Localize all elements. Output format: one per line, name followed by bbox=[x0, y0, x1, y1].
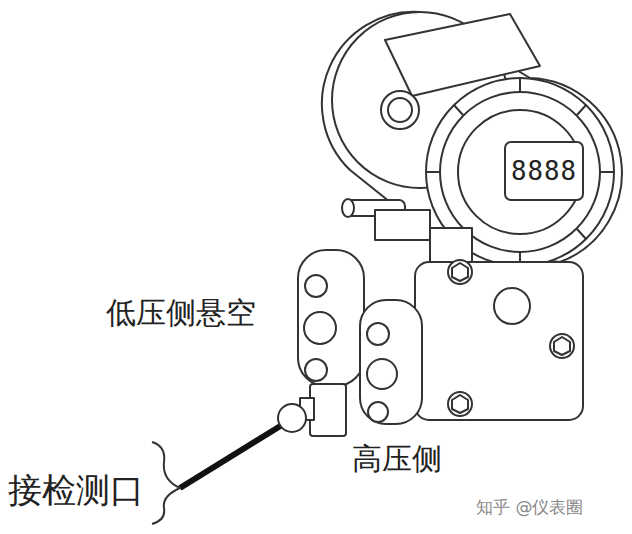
part-label: 高压侧 bbox=[352, 442, 442, 475]
watermark: 知乎 @仪表圈 bbox=[476, 498, 583, 517]
display-digits: 8888 bbox=[511, 157, 577, 185]
part-label: 接检测口 bbox=[8, 472, 144, 509]
part-label: 低压侧悬空 bbox=[106, 296, 256, 329]
